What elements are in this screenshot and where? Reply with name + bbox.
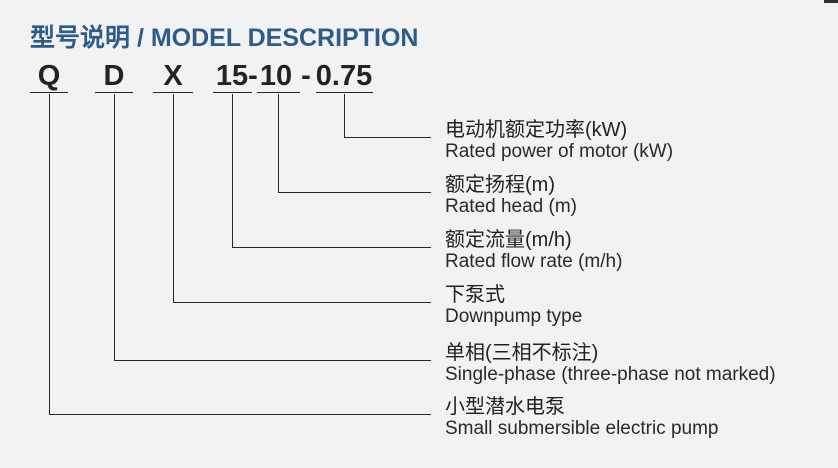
code-underline-flow <box>213 92 252 93</box>
connector-line-pump-type <box>49 94 431 415</box>
legend-label-zh: 电动机额定功率(kW) <box>445 119 628 141</box>
legend-label-zh: 小型潜水电泵 <box>445 396 565 418</box>
legend-item-power: 电动机额定功率(kW) Rated power of motor (kW) <box>445 119 673 162</box>
legend-item-pump-type: 小型潜水电泵 Small submersible electric pump <box>445 396 719 439</box>
legend-label-en: Downpump type <box>445 306 583 327</box>
code-segment-x: X <box>163 60 183 92</box>
legend-label-zh: 下泵式 <box>445 284 505 306</box>
code-segment-head: 10 <box>259 60 293 92</box>
code-segment-flow: 15 <box>215 60 249 92</box>
code-segment-d: D <box>103 60 125 92</box>
legend-label-en: Rated head (m) <box>445 196 578 217</box>
code-dash-1: - <box>248 60 258 92</box>
legend-label-zh: 额定扬程(m) <box>445 174 555 196</box>
legend-label-zh: 额定流量(m/h) <box>445 229 572 251</box>
connector-line-downpump <box>173 94 431 303</box>
connector-line-power <box>344 94 431 138</box>
legend-item-downpump: 下泵式 Downpump type <box>445 284 582 327</box>
connector-line-flow <box>232 94 431 248</box>
legend-label-en: Single-phase (three-phase not marked) <box>445 364 776 385</box>
legend-label-en: Small submersible electric pump <box>445 418 719 439</box>
legend-item-flow: 额定流量(m/h) Rated flow rate (m/h) <box>445 229 622 272</box>
connector-line-phase <box>114 94 431 361</box>
code-underline-d <box>95 92 133 93</box>
code-underline-q <box>30 92 68 93</box>
legend-label-zh: 单相(三相不标注) <box>445 342 599 364</box>
code-segment-power: 0.75 <box>315 60 373 92</box>
connector-line-head <box>278 94 431 193</box>
legend-item-head: 额定扬程(m) Rated head (m) <box>445 174 577 217</box>
code-segment-q: Q <box>37 60 61 92</box>
legend-label-en: Rated power of motor (kW) <box>445 141 674 162</box>
code-underline-x <box>153 92 193 93</box>
legend-item-phase: 单相(三相不标注) Single-phase (three-phase not … <box>445 342 776 385</box>
code-dash-2: - <box>301 60 311 92</box>
page-title: 型号说明 / MODEL DESCRIPTION <box>30 24 419 52</box>
legend-label-en: Rated flow rate (m/h) <box>445 251 623 272</box>
code-underline-power <box>316 92 373 93</box>
code-underline-head <box>257 92 300 93</box>
page-corner-mark <box>824 0 838 3</box>
